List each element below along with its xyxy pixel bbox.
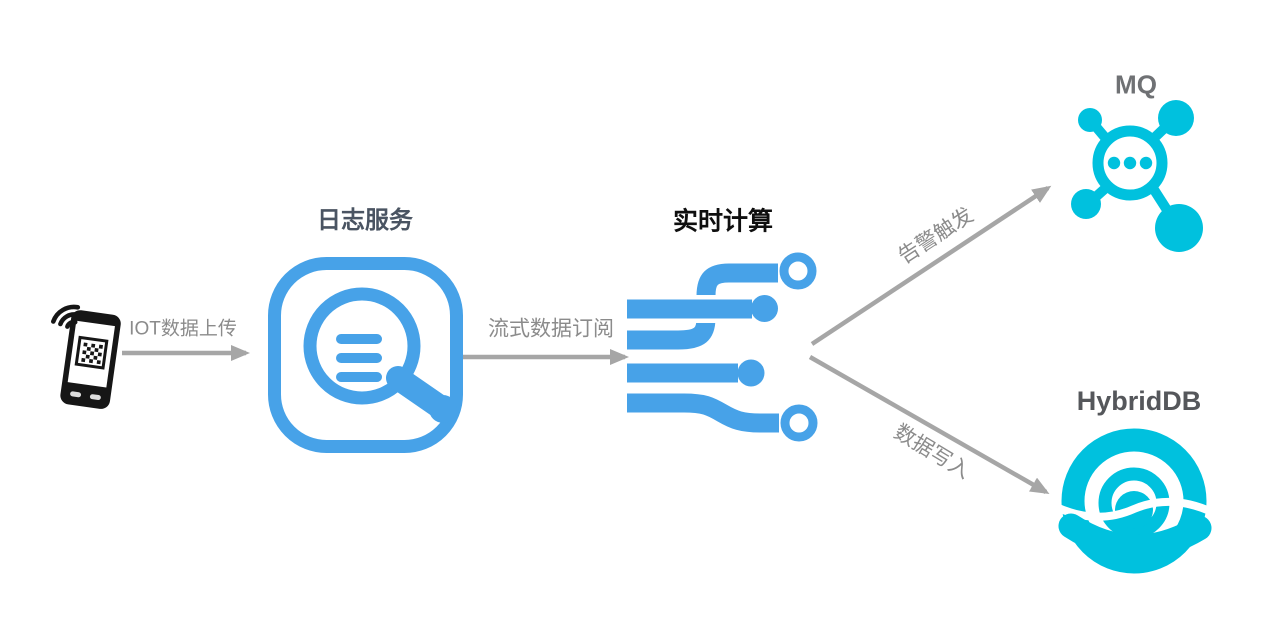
hybriddb-rings-icon	[1052, 428, 1216, 574]
smartphone-qr-wifi-icon	[51, 304, 121, 409]
mq-label: MQ	[1115, 69, 1157, 100]
log-service-label: 日志服务	[317, 206, 413, 234]
upload-arrow-label: IOT数据上传	[129, 318, 237, 340]
log-service-magnifier-icon	[268, 257, 463, 453]
wifi-signal-icon	[51, 304, 81, 329]
stream-compute-circuit-icon	[627, 252, 818, 442]
ellipsis-dots	[1107, 156, 1153, 170]
mq-molecule-icon	[1071, 100, 1203, 252]
subscribe-arrow-label: 流式数据订阅	[488, 317, 614, 341]
write-arrow	[808, 355, 1050, 494]
alert-arrow	[810, 185, 1052, 346]
hybriddb-label: HybridDB	[1076, 386, 1202, 417]
qr-code	[81, 342, 103, 365]
stream-compute-label: 实时计算	[672, 207, 774, 236]
log-lines	[336, 334, 382, 382]
